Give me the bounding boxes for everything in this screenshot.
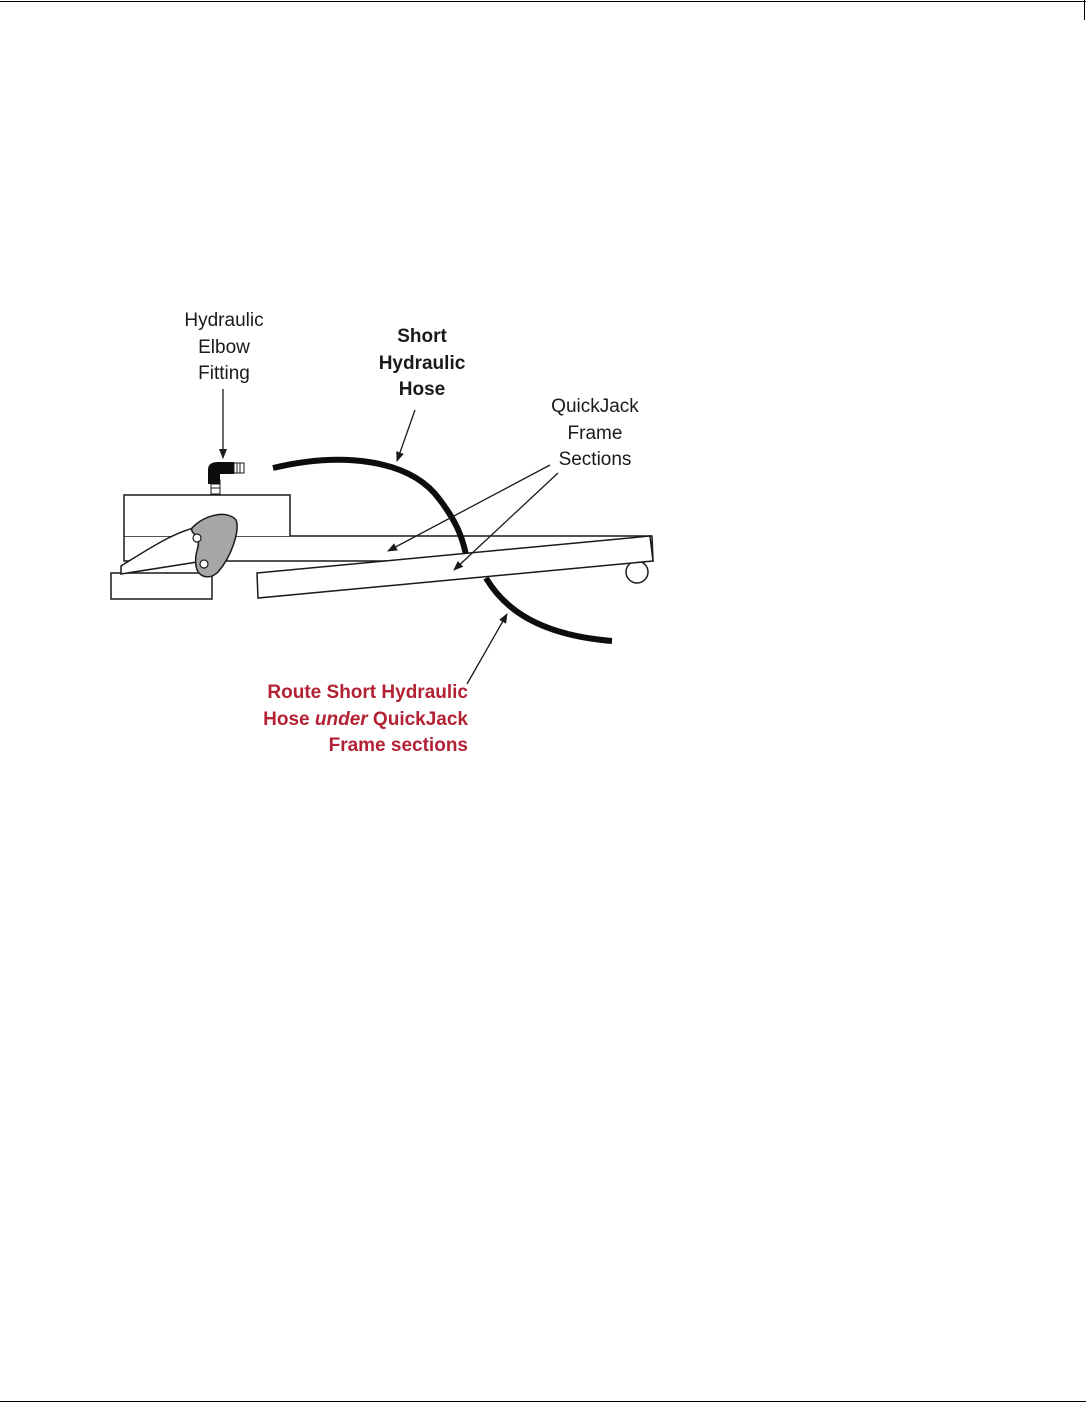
page-bottom-rule (0, 1401, 1086, 1402)
short-hydraulic-hose-upper (272, 456, 469, 556)
route-instruction-arrow (466, 613, 508, 685)
arm-bolt-upper (192, 533, 202, 543)
elbow-fitting-label: Hydraulic Elbow Fitting (184, 310, 264, 384)
page-top-rule (0, 1, 1086, 2)
arm-bolt-lower (199, 559, 209, 569)
short-hydraulic-hose-lower (483, 576, 613, 644)
route-instruction-label: Route Short Hydraulic Hose under QuickJa… (263, 682, 468, 756)
lift-pad-block (110, 572, 213, 600)
lift-arm-plate (190, 513, 238, 578)
frame-section-arrow-front (453, 472, 559, 571)
caster-wheel (625, 560, 649, 584)
short-hose-label: Short Hydraulic Hose (378, 326, 466, 400)
frame-section-arrow-back (387, 464, 551, 552)
frame-sections-label: QuickJack Frame Sections (551, 396, 639, 470)
power-unit-housing (123, 494, 291, 536)
short-hose-arrow (396, 409, 416, 462)
page-corner-mark (1084, 0, 1085, 20)
hydraulic-elbow-fitting (208, 462, 245, 495)
